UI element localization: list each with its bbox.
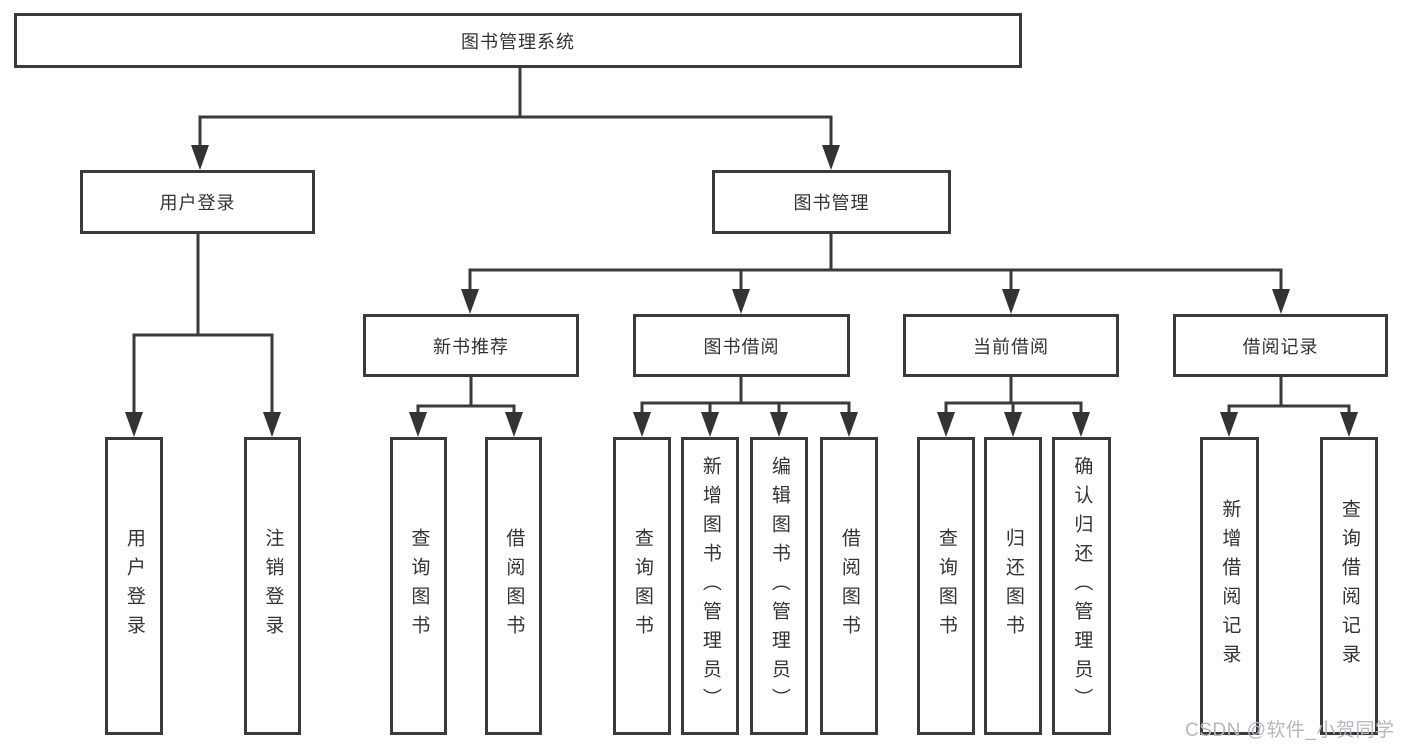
arrowhead	[505, 412, 523, 437]
arrowhead	[263, 412, 281, 437]
leaf-borrow-books: 借阅图书	[820, 437, 878, 735]
arrowhead	[409, 412, 427, 437]
arrowhead	[191, 145, 209, 170]
leaf-query-books: 查询图书	[917, 437, 975, 735]
connector-path	[640, 377, 851, 415]
arrowhead	[701, 412, 719, 437]
node-label: 用户登录	[159, 193, 236, 213]
arrowhead	[633, 412, 651, 437]
node-label: 新增图书（管理员）	[699, 455, 721, 717]
arrowhead	[770, 412, 788, 437]
node-label: 查询图书	[935, 528, 957, 644]
connector-path	[468, 234, 1283, 292]
node-library-management-system: 图书管理系统	[14, 13, 1022, 68]
watermark: CSDN @软件_小贺同学	[1185, 720, 1395, 741]
node-label: 查询借阅记录	[1338, 499, 1360, 673]
node-new-book-recommend: 新书推荐	[363, 314, 579, 377]
connector-path	[198, 68, 833, 148]
node-label: 图书借阅	[703, 336, 780, 357]
arrowhead	[461, 289, 479, 314]
arrowhead	[840, 412, 858, 437]
leaf-confirm-return-admin: 确认归还（管理员）	[1052, 437, 1111, 735]
node-book-borrowing: 图书借阅	[633, 314, 850, 377]
arrowhead	[1220, 412, 1238, 437]
leaf-add-book-admin: 新增图书（管理员）	[681, 437, 739, 735]
node-label: 查询图书	[631, 528, 653, 644]
node-label: 借阅图书	[503, 528, 525, 644]
connector-path	[1227, 377, 1351, 415]
node-label: 归还图书	[1002, 528, 1024, 644]
arrowhead	[1004, 412, 1022, 437]
leaf-user-login: 用户登录	[105, 437, 163, 735]
node-borrowing-records: 借阅记录	[1173, 314, 1388, 377]
leaf-add-borrow-record: 新增借阅记录	[1200, 437, 1259, 735]
connector-path	[944, 377, 1083, 415]
node-label: 编辑图书（管理员）	[768, 455, 790, 717]
arrowhead	[732, 289, 750, 314]
arrowhead-group	[125, 145, 1358, 437]
node-label: 查询图书	[408, 528, 430, 644]
connector-path	[416, 377, 516, 415]
node-label: 用户登录	[123, 528, 145, 644]
node-label: 注销登录	[262, 528, 284, 644]
leaf-query-books: 查询图书	[613, 437, 671, 735]
node-label: 当前借阅	[973, 336, 1049, 357]
leaf-edit-book-admin: 编辑图书（管理员）	[750, 437, 808, 735]
arrowhead	[937, 412, 955, 437]
arrowhead	[1072, 412, 1090, 437]
arrowhead	[1002, 289, 1020, 314]
arrowhead	[822, 145, 840, 170]
connector-path-group	[132, 68, 1351, 415]
node-label: 图书管理系统	[461, 31, 575, 52]
node-label: 图书管理	[793, 193, 870, 213]
connector-path	[132, 234, 274, 415]
node-label: 借阅图书	[838, 528, 860, 644]
node-label: 确认归还（管理员）	[1071, 455, 1093, 717]
node-user-login: 用户登录	[80, 170, 315, 234]
leaf-return-books: 归还图书	[984, 437, 1042, 735]
node-label: 新书推荐	[433, 336, 509, 357]
arrowhead	[1340, 412, 1358, 437]
leaf-logout: 注销登录	[244, 437, 301, 735]
node-label: 新增借阅记录	[1219, 499, 1241, 673]
leaf-borrow-books: 借阅图书	[485, 437, 542, 735]
leaf-query-borrow-record: 查询借阅记录	[1320, 437, 1378, 735]
node-current-borrowing: 当前借阅	[903, 314, 1119, 377]
node-book-management: 图书管理	[712, 170, 951, 234]
node-label: 借阅记录	[1242, 336, 1319, 357]
leaf-query-books: 查询图书	[390, 437, 447, 735]
arrowhead	[1272, 289, 1290, 314]
arrowhead	[125, 412, 143, 437]
